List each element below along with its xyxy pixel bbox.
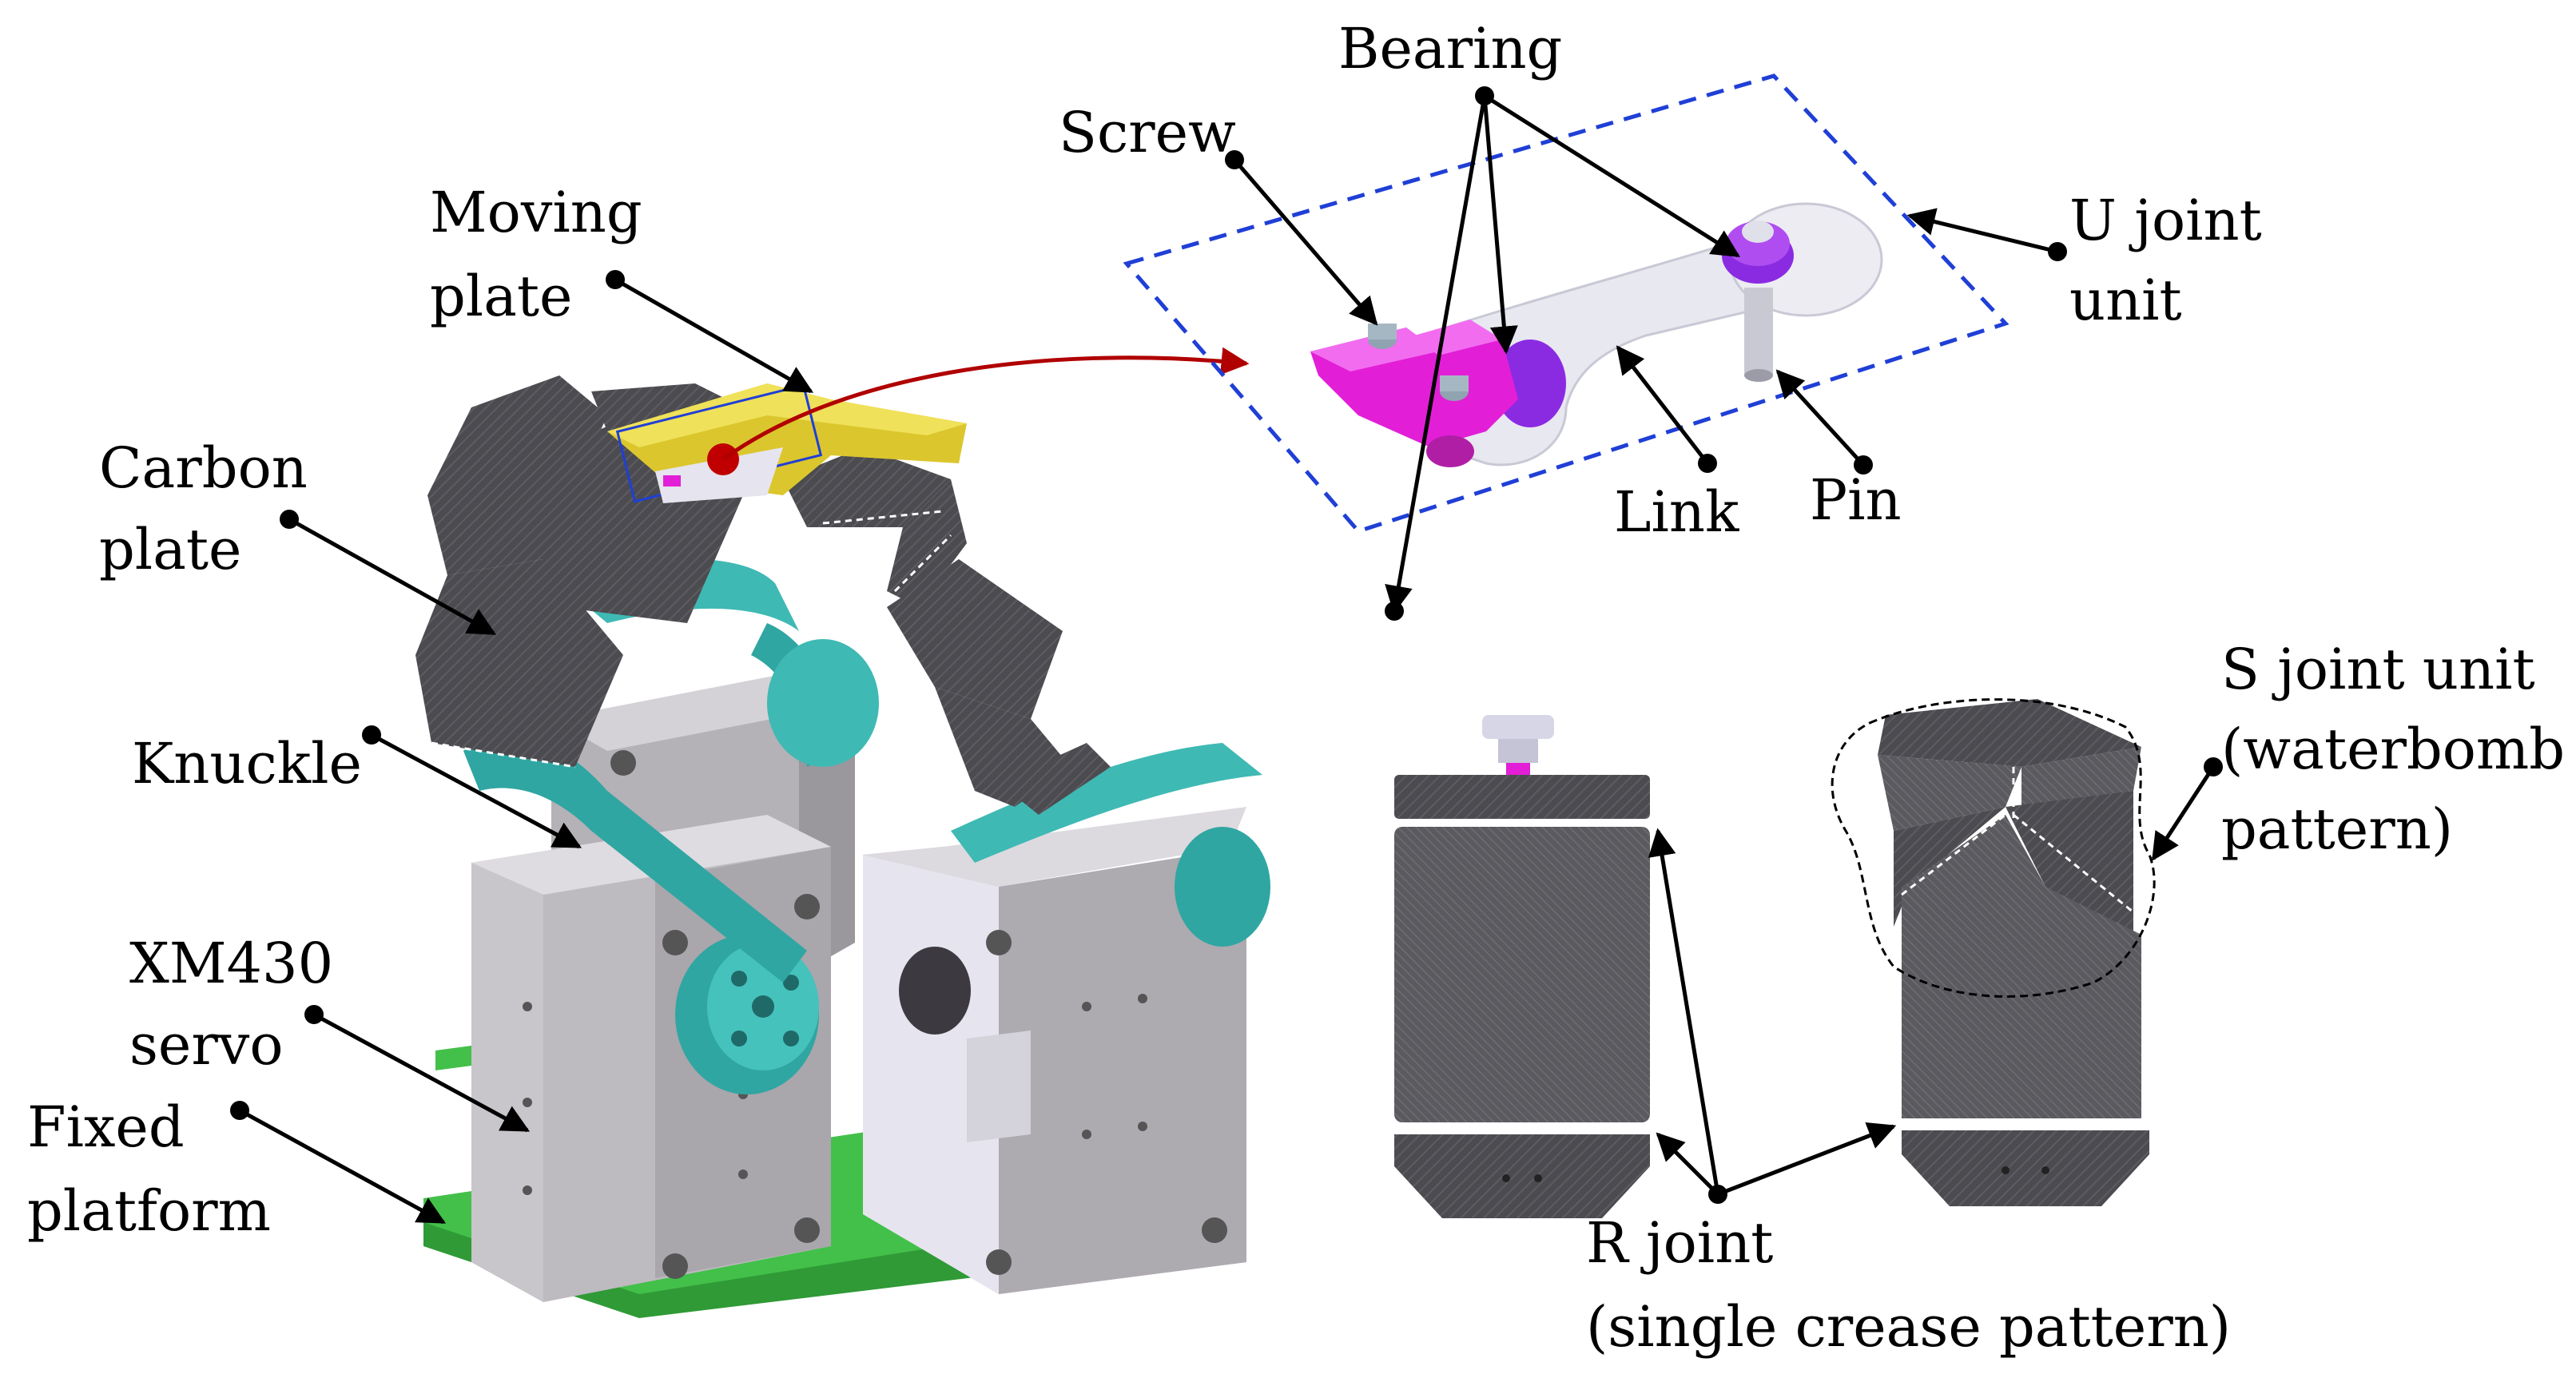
u-joint-detail bbox=[1123, 73, 2010, 534]
s-joint-panel-graphic bbox=[1831, 698, 2156, 1206]
moving-plate-label-line1: Moving bbox=[430, 180, 642, 245]
s-joint-label-line3: pattern) bbox=[2221, 796, 2453, 862]
detail-callout-arrow bbox=[707, 347, 1250, 475]
u-joint-label-line2: unit bbox=[2069, 268, 2182, 333]
fixed-platform-label-line1: Fixed bbox=[27, 1094, 185, 1160]
s-joint-label-line1: S joint unit bbox=[2221, 637, 2535, 702]
leader-lines bbox=[230, 86, 2223, 1225]
left-servo-graphic bbox=[471, 815, 831, 1302]
mechanism-assembly bbox=[415, 347, 1270, 1318]
pin-label: Pin bbox=[1810, 467, 1902, 533]
moving-plate-graphic bbox=[607, 383, 967, 503]
labels: Moving plate Carbon plate Knuckle XM430 … bbox=[27, 16, 2565, 1360]
r-joint-panel-graphic bbox=[1394, 715, 1650, 1218]
r-joint-label-line2: (single crease pattern) bbox=[1586, 1294, 2231, 1360]
knuckle-label: Knuckle bbox=[132, 731, 362, 796]
u-joint-label-line1: U joint bbox=[2069, 188, 2262, 253]
servo-label-line2: servo bbox=[129, 1012, 284, 1078]
link-label: Link bbox=[1614, 479, 1739, 545]
screw-label: Screw bbox=[1059, 100, 1236, 165]
right-servo-graphic bbox=[863, 807, 1246, 1294]
carbon-plate-label-line1: Carbon bbox=[99, 435, 308, 501]
moving-plate-label-line2: plate bbox=[430, 264, 573, 329]
carbon-plate-label-line2: plate bbox=[99, 517, 242, 582]
servo-label-line1: XM430 bbox=[129, 931, 333, 996]
bearing-label: Bearing bbox=[1338, 16, 1562, 81]
s-joint-label-line2: (waterbomb bbox=[2221, 717, 2565, 782]
r-joint-label-line1: R joint bbox=[1586, 1210, 1773, 1276]
fixed-platform-label-line2: platform bbox=[27, 1178, 271, 1244]
